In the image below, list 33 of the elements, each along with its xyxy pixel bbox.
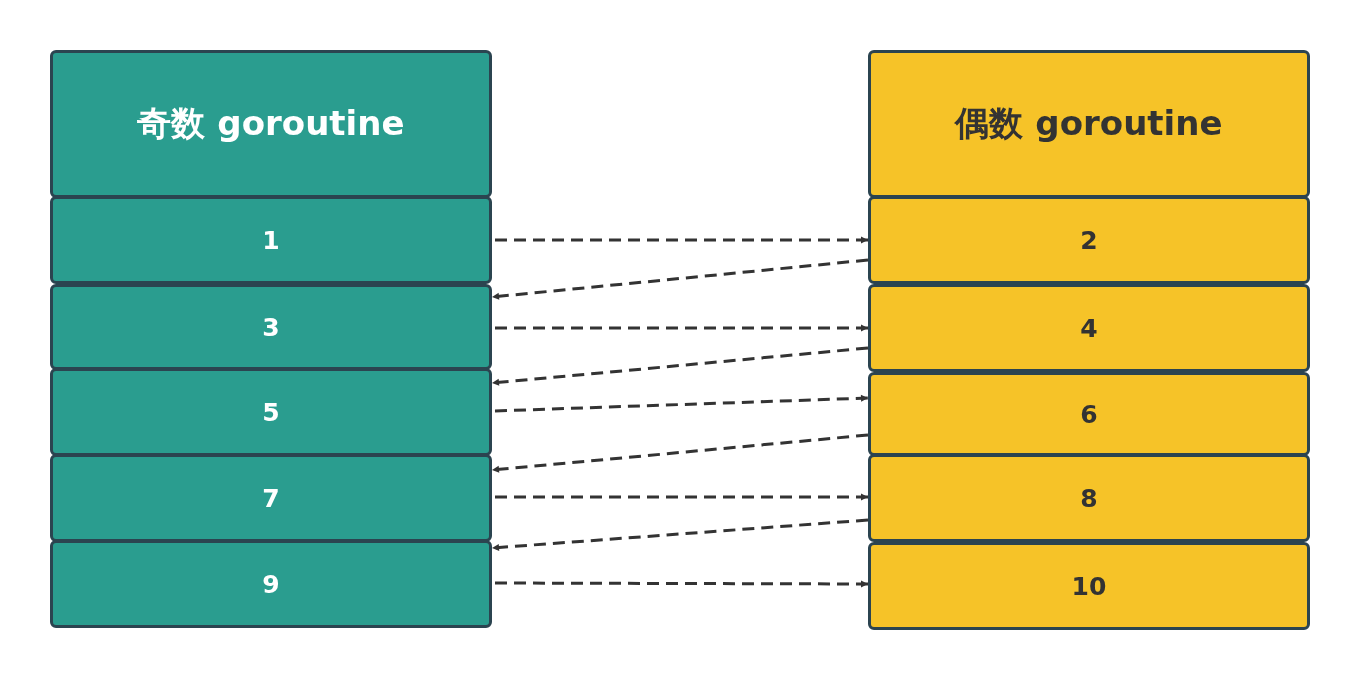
header-box xyxy=(868,50,1310,198)
column-title: 偶数 goroutine xyxy=(955,102,1223,145)
column-title: 奇数 goroutine xyxy=(137,102,405,145)
dashed-arrow xyxy=(495,236,868,244)
number-label: 10 xyxy=(1071,571,1107,601)
dashed-arrow xyxy=(495,493,868,501)
dashed-arrow xyxy=(491,258,869,300)
dashed-arrow xyxy=(491,518,869,551)
number-box xyxy=(50,368,492,456)
number-label: 7 xyxy=(262,483,280,513)
number-label: 1 xyxy=(262,225,280,255)
dashed-arrow xyxy=(491,433,869,473)
header-box xyxy=(50,50,492,198)
number-label: 6 xyxy=(1080,399,1098,429)
number-box xyxy=(50,540,492,628)
number-box xyxy=(868,196,1310,284)
number-label: 8 xyxy=(1080,483,1098,513)
number-box xyxy=(868,454,1310,542)
number-label: 2 xyxy=(1080,225,1098,255)
number-box xyxy=(50,454,492,542)
number-box xyxy=(868,542,1310,630)
number-box xyxy=(868,284,1310,372)
number-box xyxy=(50,196,492,284)
number-label: 3 xyxy=(262,312,280,342)
number-label: 5 xyxy=(262,397,280,427)
dashed-arrow xyxy=(491,346,869,386)
number-box xyxy=(50,284,492,370)
dashed-arrow xyxy=(495,324,868,332)
number-box xyxy=(868,372,1310,456)
number-label: 9 xyxy=(262,569,280,599)
number-label: 4 xyxy=(1080,313,1098,343)
dashed-arrow xyxy=(495,580,868,588)
dashed-arrow xyxy=(494,394,869,413)
